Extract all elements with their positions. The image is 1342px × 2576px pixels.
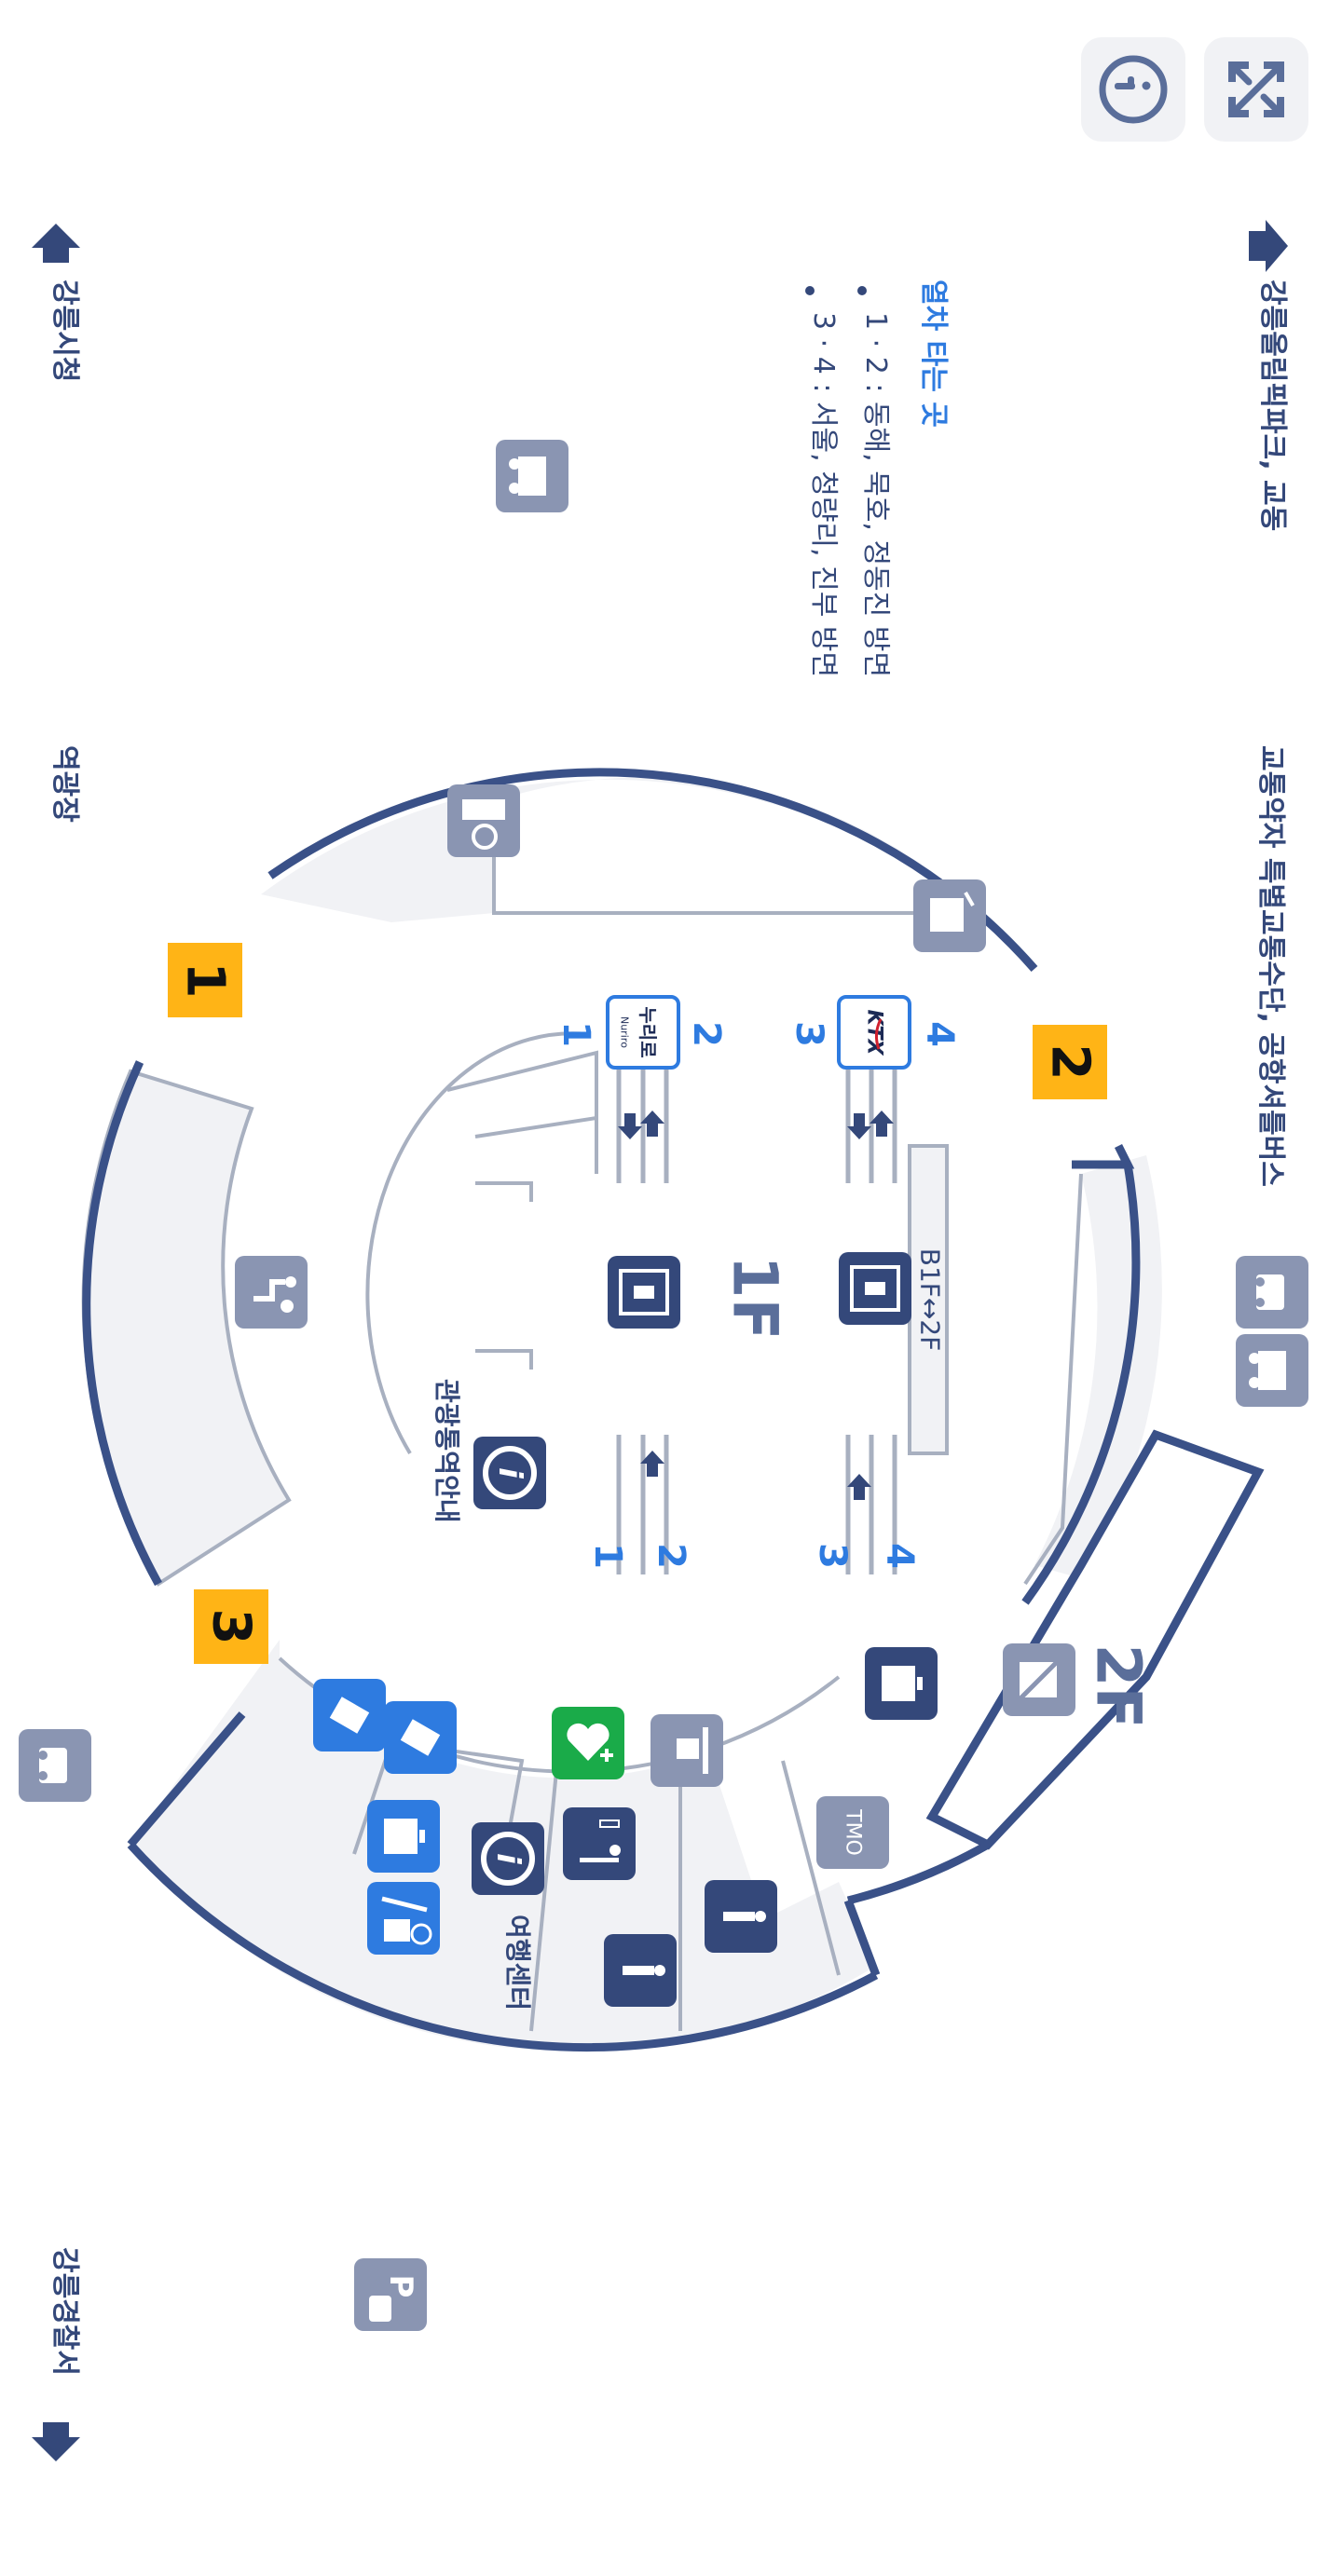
direction-label: 역광장	[48, 745, 81, 823]
arrow-down-icon	[32, 2422, 80, 2461]
platform-3: 3	[787, 1021, 830, 1047]
svg-text:P: P	[382, 2275, 419, 2298]
direction-top-left: 강릉시청	[32, 224, 81, 382]
boarding-title: 열차 타는 곳	[917, 279, 950, 428]
svg-text:i: i	[491, 1467, 528, 1479]
info-icon	[1099, 55, 1168, 124]
direction-label: 강릉경찰서	[48, 2247, 81, 2376]
parking-icon[interactable]: P	[354, 2258, 427, 2331]
ticket-machine-icon[interactable]	[313, 1679, 386, 1751]
direction-right-middle: 교통약자 특별교통수단, 공항셔틀버스	[1254, 745, 1287, 1187]
direction-left-middle: 역광장	[48, 745, 81, 823]
outer-ring	[81, 777, 1265, 2051]
direction-top-right: 강릉올림픽파크, 교동	[1249, 220, 1289, 531]
direction-bottom-left: 강릉경찰서	[32, 2247, 81, 2461]
platform-lines	[616, 1067, 897, 1574]
svg-text:i: i	[489, 1853, 527, 1865]
floor-1f-label: 1F	[719, 1255, 791, 1340]
platform-1: 1	[586, 1543, 629, 1569]
tourist-info-label: 관광통역안내	[431, 1379, 462, 1523]
expand-icon	[1228, 61, 1284, 117]
info-button[interactable]	[1081, 37, 1185, 142]
bus-icon[interactable]	[1236, 1334, 1308, 1407]
platform-2: 2	[650, 1543, 692, 1569]
information-icon[interactable]: i	[473, 1437, 546, 1509]
ticket-machine-icon[interactable]	[384, 1701, 457, 1774]
platform-4: 4	[878, 1543, 921, 1569]
bullet	[805, 286, 815, 295]
exit-3[interactable]: 3	[194, 1589, 268, 1664]
exit-2[interactable]: 2	[1033, 1025, 1107, 1099]
travel-center-label: 여행센터	[502, 1915, 533, 2010]
mens-restroom-icon[interactable]	[604, 1934, 677, 2007]
aed-icon[interactable]	[552, 1707, 624, 1779]
baby-care-icon[interactable]	[563, 1807, 636, 1880]
direction-label: 강릉시청	[48, 279, 81, 382]
coin-locker-icon[interactable]	[865, 1647, 938, 1720]
special-transport-icon[interactable]	[1236, 1256, 1308, 1329]
exit-1[interactable]: 1	[168, 943, 242, 1017]
ktx-label: KTX	[863, 1009, 886, 1056]
airport-limousine-icon[interactable]	[913, 879, 986, 952]
arrow-up-icon	[32, 224, 80, 263]
atm-icon[interactable]	[650, 1714, 723, 1787]
escalator-arrows	[618, 1111, 894, 1500]
direction-label: 강릉올림픽파크, 교동	[1256, 279, 1289, 531]
bullet	[857, 286, 867, 295]
no-photography-icon[interactable]	[1003, 1643, 1075, 1716]
locker-icon[interactable]	[367, 1800, 440, 1873]
arrow-right-icon	[1249, 220, 1288, 272]
nursing-room-icon[interactable]	[235, 1256, 308, 1329]
information-icon[interactable]: i	[472, 1822, 544, 1895]
elevator-icon[interactable]	[608, 1256, 680, 1329]
platform-3: 3	[811, 1543, 854, 1569]
platform-2: 2	[685, 1021, 728, 1047]
svg-text:TMO: TMO	[842, 1808, 865, 1856]
boarding-item: 3 · 4 : 서울, 청량리, 진부 방면	[807, 312, 840, 677]
ktx-logo[interactable]: KTX	[837, 995, 911, 1070]
tmo-icon[interactable]: TMO	[816, 1796, 889, 1869]
wheelchair-charging-icon[interactable]	[447, 784, 520, 857]
elevator-corridor	[908, 1144, 949, 1455]
floor-2f-label: 2F	[1083, 1643, 1155, 1728]
exit-2-label: 2	[1040, 1044, 1101, 1081]
fullscreen-button[interactable]	[1204, 37, 1308, 142]
lost-and-found-icon[interactable]	[367, 1882, 440, 1955]
taxi-icon[interactable]	[19, 1729, 91, 1802]
nuriro-logo[interactable]: 누리로 Nurirо	[606, 995, 680, 1070]
bus-icon[interactable]	[496, 440, 568, 512]
exit-3-label: 3	[201, 1609, 262, 1645]
platform-numbers: 1 2 3 4 1 2 3 4	[555, 1021, 961, 1569]
platform-4: 4	[918, 1021, 961, 1047]
exit-1-label: 1	[175, 962, 236, 999]
elevator-range-label: B1F↔2F	[915, 1248, 946, 1352]
platform-1: 1	[555, 1021, 597, 1047]
elevator-icon[interactable]	[839, 1252, 911, 1325]
boarding-item: 1 · 2 : 동해, 묵호, 정동진 방면	[859, 312, 892, 677]
nuriro-sublabel: Nurirо	[619, 1016, 631, 1048]
nuriro-label: 누리로	[637, 1006, 659, 1057]
womens-restroom-icon[interactable]	[705, 1880, 777, 1953]
boarding-info: 열차 타는 곳 1 · 2 : 동해, 묵호, 정동진 방면 3 · 4 : 서…	[805, 279, 950, 677]
direction-label: 교통약자 특별교통수단, 공항셔틀버스	[1254, 745, 1287, 1187]
